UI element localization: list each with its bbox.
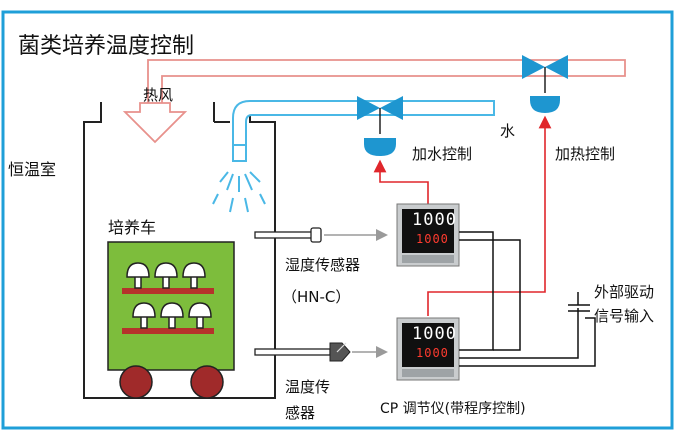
water-spray bbox=[212, 171, 266, 213]
spray-nozzle bbox=[232, 144, 247, 162]
controller-caption: CP 调节仪(带程序控制) bbox=[380, 401, 526, 417]
mushroom-stem bbox=[140, 315, 148, 329]
controller-bottom bbox=[396, 317, 460, 381]
mushroom-stem bbox=[162, 275, 170, 289]
mushroom-group bbox=[126, 262, 212, 329]
mushroom-stem bbox=[190, 275, 198, 289]
mushroom-cap bbox=[182, 262, 206, 278]
hot-air-pipe bbox=[147, 59, 626, 108]
hot-air-arrow bbox=[122, 102, 188, 144]
mushroom-stem bbox=[134, 275, 142, 289]
water-valve bbox=[357, 96, 403, 156]
humidity-sensor-model-label: （HN-C） bbox=[282, 288, 351, 306]
water-control-label: 加水控制 bbox=[412, 145, 473, 163]
mushroom-cap bbox=[126, 262, 150, 278]
external-drive-label-2: 信号输入 bbox=[594, 307, 655, 325]
cart-label: 培养车 bbox=[108, 218, 157, 237]
mushroom-cap bbox=[154, 262, 178, 278]
temperature-sensor-label-2: 感器 bbox=[285, 404, 316, 422]
outer-frame bbox=[1, 10, 674, 430]
mushroom-cap bbox=[160, 302, 184, 318]
controller-top-display-bottom: 1000 bbox=[416, 232, 449, 246]
humidity-sensor bbox=[254, 227, 388, 243]
temperature-sensor-label-1: 温度传 bbox=[285, 378, 331, 396]
controller-bottom-display-bottom: 1000 bbox=[416, 346, 449, 360]
mushroom-stem bbox=[196, 315, 204, 329]
humidity-sensor-label: 湿度传感器 bbox=[285, 256, 361, 274]
controller-wiring bbox=[459, 231, 596, 367]
temperature-sensor bbox=[254, 342, 388, 362]
heat-control-label: 加热控制 bbox=[555, 145, 616, 163]
heat-valve bbox=[522, 55, 568, 113]
mushroom-cap bbox=[188, 302, 212, 318]
hot-air-label: 热风 bbox=[143, 86, 174, 104]
controller-bottom-display-top: 1000 bbox=[412, 324, 457, 344]
controller-top bbox=[396, 203, 460, 267]
mushroom-cap bbox=[132, 302, 156, 318]
controller-top-display-top: 1000 bbox=[412, 210, 457, 230]
room-label: 恒温室 bbox=[8, 160, 57, 179]
water-control-signal bbox=[373, 159, 429, 206]
diagram-title: 菌类培养温度控制 bbox=[18, 34, 195, 59]
heat-control-signal bbox=[427, 115, 552, 316]
external-drive-label-1: 外部驱动 bbox=[594, 283, 655, 301]
mushroom-stem bbox=[168, 315, 176, 329]
water-label: 水 bbox=[500, 122, 516, 140]
